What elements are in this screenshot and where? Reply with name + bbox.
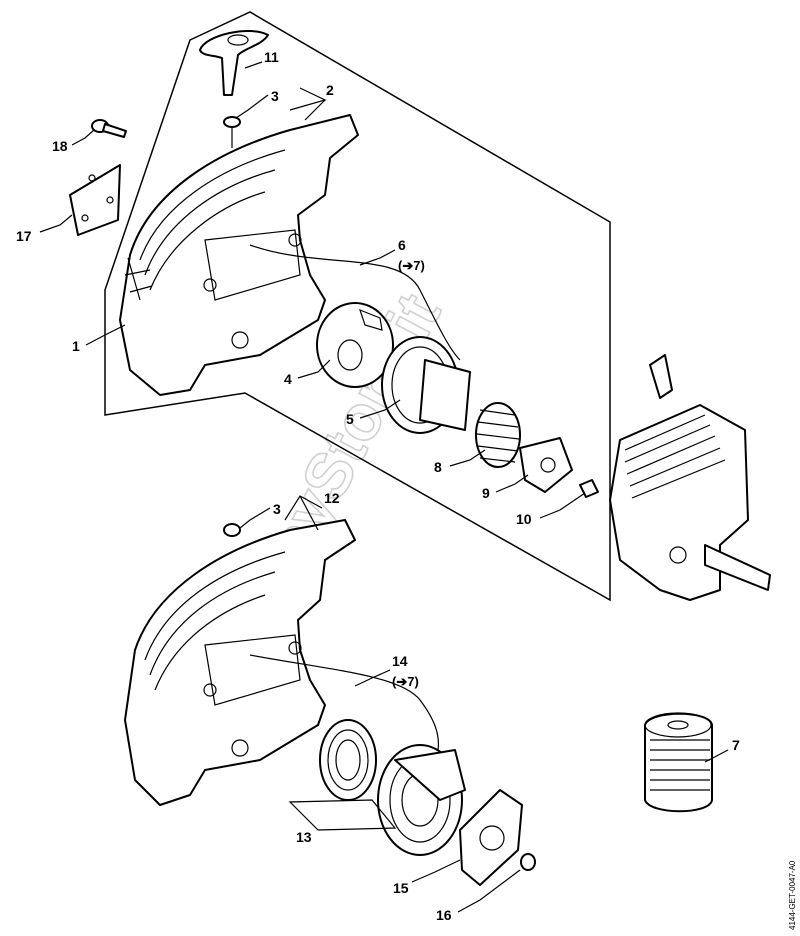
leader-5 <box>359 399 401 419</box>
callout-4: 4 <box>284 371 292 387</box>
leader-2 <box>289 87 327 121</box>
assembly-boundary <box>104 11 611 602</box>
callout-3a: 3 <box>271 88 279 104</box>
drawing-code: 4144-GET-0047-A0 <box>788 860 797 930</box>
leader-9 <box>495 474 529 493</box>
callout-11: 11 <box>264 49 279 65</box>
washer-plate-17 <box>69 164 121 236</box>
leader-4 <box>297 359 331 379</box>
pawl-carrier-9 <box>519 437 573 493</box>
callout-10: 10 <box>516 511 532 527</box>
leader-8 <box>449 449 486 467</box>
leader-3a <box>235 94 269 119</box>
rope-rotor-13 <box>377 744 466 856</box>
rewind-spring-8 <box>475 402 521 468</box>
leader-7 <box>704 749 729 763</box>
leader-1 <box>85 324 126 346</box>
rewind-spring-13 <box>319 719 377 801</box>
spring-cover-4 <box>316 302 394 388</box>
callout-1: 1 <box>72 338 80 354</box>
leader-11 <box>244 61 263 69</box>
callout-17: 17 <box>16 228 32 244</box>
leader-13 <box>288 799 397 831</box>
screw-18 <box>91 119 127 138</box>
leader-15 <box>411 859 461 883</box>
callout-5: 5 <box>346 411 354 427</box>
callout-15: 15 <box>393 880 409 896</box>
callout-2: 2 <box>326 82 334 98</box>
starter-rope-upper <box>249 244 461 361</box>
callout-7: 7 <box>732 737 740 753</box>
rope-guide-bushing-lower <box>223 523 241 537</box>
starter-rope-lower <box>249 654 440 751</box>
fan-housing-lower <box>124 519 356 806</box>
leader-14 <box>354 669 391 687</box>
callout-18: 18 <box>52 138 68 154</box>
callout-9: 9 <box>482 485 490 501</box>
callout-16: 16 <box>436 907 452 923</box>
callout-6: 6 <box>398 237 406 253</box>
leader-12 <box>284 495 323 531</box>
callout-12: 12 <box>324 490 340 506</box>
starter-grip <box>199 29 269 96</box>
callout-6-ref: (➔7) <box>398 258 425 273</box>
fan-housing-upper <box>119 114 359 396</box>
leader-18 <box>71 129 95 146</box>
callout-8: 8 <box>434 459 442 475</box>
callout-14-ref: (➔7) <box>392 674 419 689</box>
callout-13: 13 <box>296 829 312 845</box>
rope-rotor-5 <box>381 336 471 434</box>
rope-spool-7 <box>644 712 713 813</box>
leader-6 <box>359 249 396 266</box>
engine-block <box>609 354 771 601</box>
leader-10 <box>539 492 586 519</box>
leader-16 <box>457 869 521 913</box>
callout-3b: 3 <box>273 501 281 517</box>
rope-guide-bushing <box>223 116 241 148</box>
pawl-carrier-15 <box>459 789 523 886</box>
callout-14: 14 <box>392 653 408 669</box>
leader-3b <box>239 507 271 529</box>
nut-16 <box>520 853 536 871</box>
leader-17 <box>39 214 73 233</box>
